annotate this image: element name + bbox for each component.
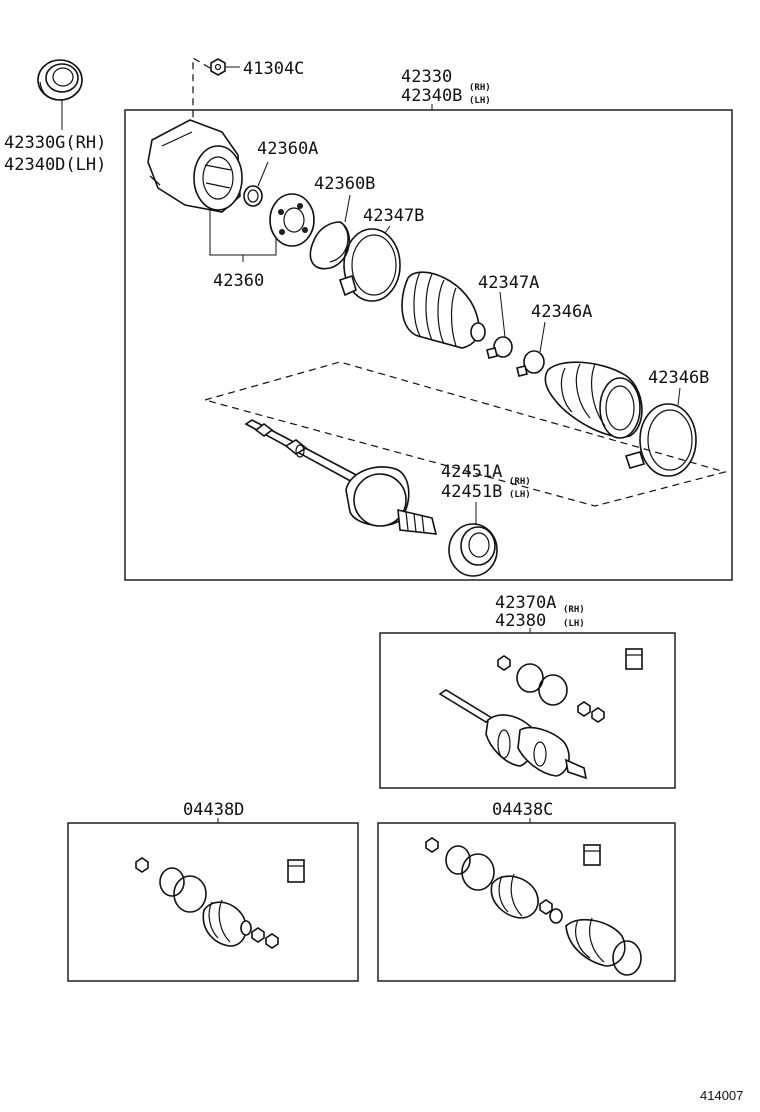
kit-04438d-parts: [135, 857, 305, 949]
boot-inboard: [544, 361, 643, 439]
label-04438c: 04438C: [492, 800, 553, 820]
label-42346a: 42346A: [531, 302, 592, 322]
kit-box-04438d: [67, 822, 359, 982]
label-42347b: 42347B: [363, 206, 424, 226]
oil-seal-42330g: [37, 59, 83, 130]
kit-42370a-parts: [438, 648, 643, 780]
label-42330: 42330: [401, 67, 452, 87]
label-42451a-rh: (RH): [509, 477, 531, 487]
label-42360a: 42360A: [257, 139, 318, 159]
label-42330-rh: (RH): [469, 83, 491, 93]
boot-clamp-42346a: [516, 321, 546, 377]
inner-race: [269, 193, 315, 247]
boot-large: [401, 271, 486, 349]
nut-41304c: [210, 58, 240, 76]
main-assembly-box: [124, 109, 733, 581]
label-42370a: 42370A: [495, 593, 556, 613]
boot-clamp-42347b: [338, 225, 401, 302]
boot-clamp-42347a: [486, 291, 513, 359]
label-42380-lh: (LH): [563, 619, 585, 629]
label-42380: 42380: [495, 611, 546, 631]
label-42340b-lh: (LH): [469, 96, 491, 106]
label-42370a-rh: (RH): [563, 605, 585, 615]
label-42451b-lh: (LH): [509, 490, 531, 500]
label-42347a: 42347A: [478, 273, 539, 293]
label-42451a: 42451A: [441, 462, 502, 482]
label-42340b: 42340B: [401, 86, 462, 106]
label-42360b: 42360B: [314, 174, 375, 194]
joint-housing: [147, 119, 243, 213]
label-04438d: 04438D: [183, 800, 244, 820]
kit-04438c-parts: [425, 837, 642, 976]
kit-box-04438c: [377, 822, 676, 982]
drive-shaft: [244, 419, 438, 535]
snap-ring-42360a: [243, 161, 269, 207]
label-42340d: 42340D(LH): [4, 155, 106, 175]
label-42360: 42360: [213, 271, 264, 291]
document-number: 414007: [700, 1088, 743, 1103]
label-42451b: 42451B: [441, 482, 502, 502]
label-42346b: 42346B: [648, 368, 709, 388]
label-41304c: 41304C: [243, 59, 304, 79]
label-42330g: 42330G(RH): [4, 133, 106, 153]
kit-box-42370a: [379, 632, 676, 789]
boot-clamp-42346b: [624, 387, 697, 477]
seal-42451a: [448, 502, 498, 577]
